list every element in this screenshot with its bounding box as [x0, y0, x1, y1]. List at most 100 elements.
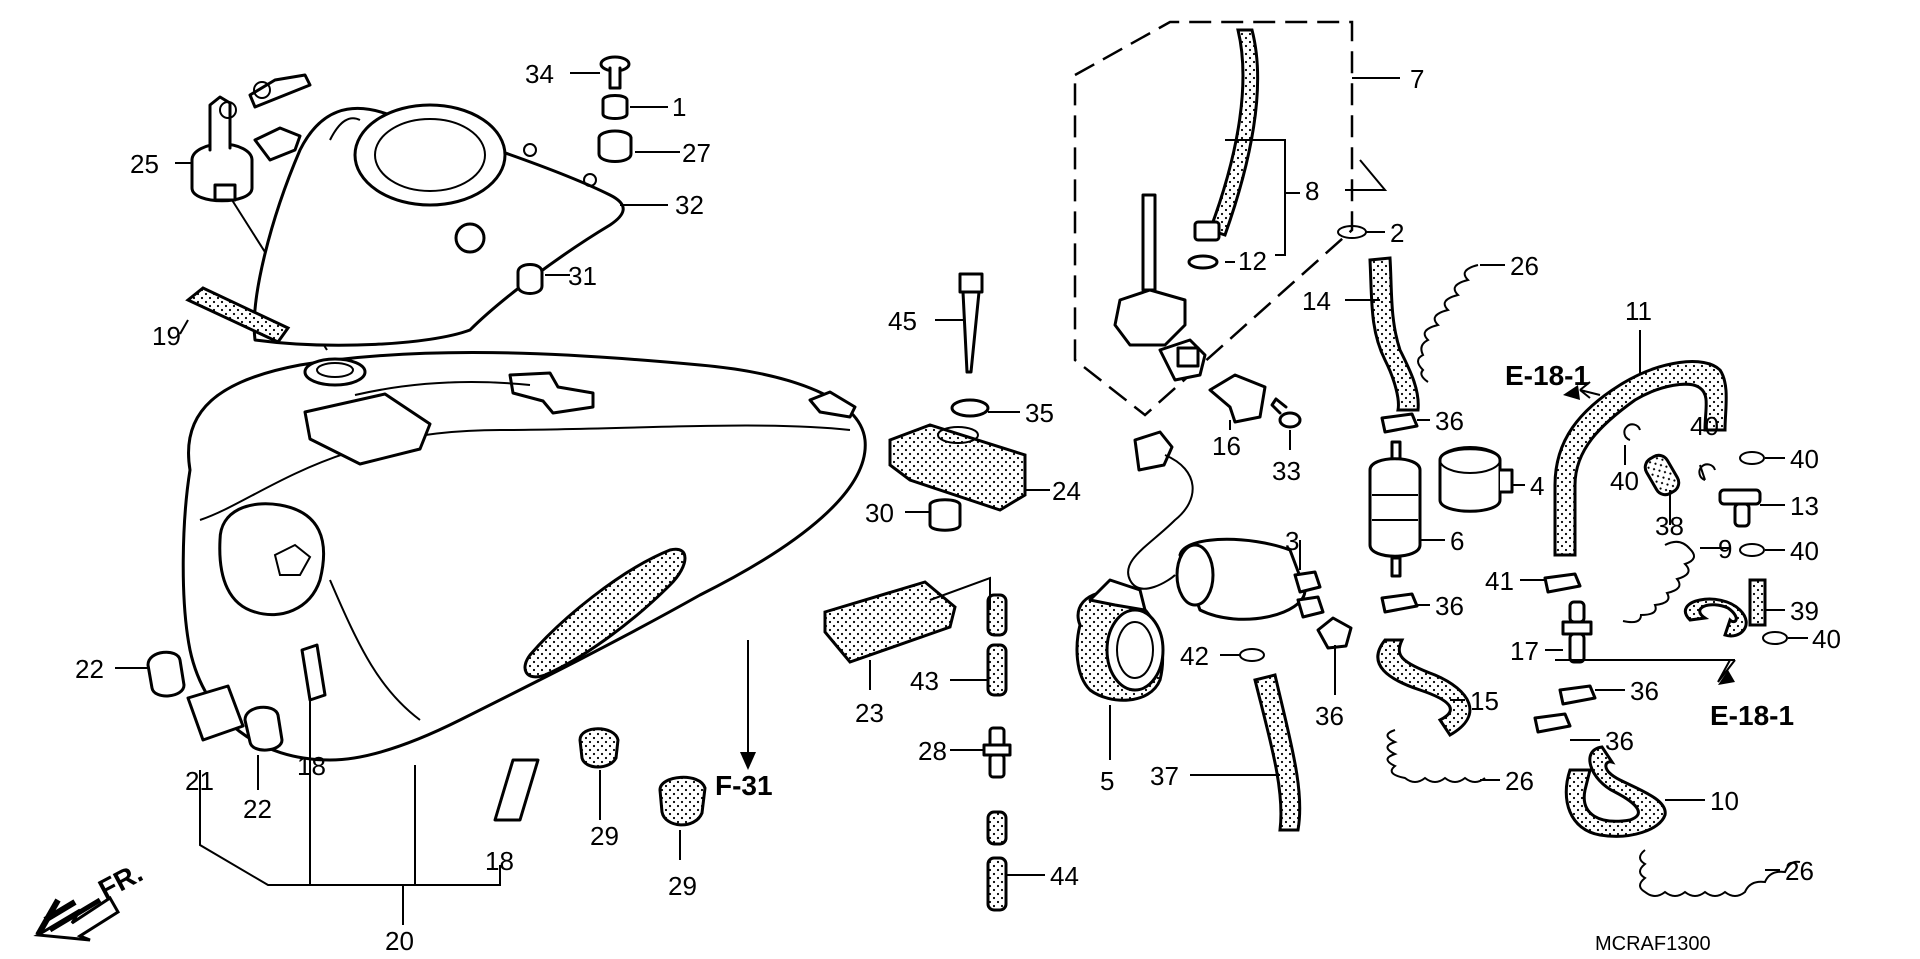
callout-45: 45 — [888, 306, 917, 336]
callout-31: 31 — [568, 261, 597, 291]
callout-40-a: 40 — [1610, 466, 1639, 496]
callout-6: 6 — [1450, 526, 1464, 556]
fuel-pump-part-3 — [1175, 537, 1325, 621]
clip-part-41 — [1543, 572, 1582, 594]
spring-hose-part-26-mid — [1386, 729, 1486, 783]
plate-part-23 — [823, 580, 957, 664]
callout-27: 27 — [682, 138, 711, 168]
callout-10: 10 — [1710, 786, 1739, 816]
callout-2: 2 — [1390, 218, 1404, 248]
bolt-part-45 — [958, 272, 984, 374]
washer-part-35 — [950, 398, 990, 418]
cap-part-22-a — [146, 650, 186, 698]
callout-29-b: 29 — [668, 871, 697, 901]
band-part-4 — [1438, 446, 1514, 513]
label-part-21 — [186, 684, 245, 742]
ref-arrows — [740, 381, 1736, 770]
callout-15: 15 — [1470, 686, 1499, 716]
callout-14: 14 — [1302, 286, 1331, 316]
callout-41: 41 — [1485, 566, 1514, 596]
hose-part-14 — [1368, 256, 1420, 412]
callout-37: 37 — [1150, 761, 1179, 791]
callout-22-a: 22 — [75, 654, 104, 684]
callout-35: 35 — [1025, 398, 1054, 428]
bolt-part-33 — [1270, 397, 1302, 429]
callout-22-b: 22 — [243, 794, 272, 824]
diagram-code: MCRAF1300 — [1595, 933, 1711, 955]
callout-40-c: 40 — [1790, 444, 1819, 474]
collar-part-1 — [601, 94, 629, 120]
callout-12: 12 — [1238, 246, 1267, 276]
callout-4: 4 — [1530, 471, 1544, 501]
callout-43: 43 — [910, 666, 939, 696]
hose-part-15 — [1376, 638, 1472, 737]
callout-11: 11 — [1625, 296, 1652, 326]
callout-3: 3 — [1285, 526, 1299, 556]
callout-19: 19 — [152, 321, 181, 351]
strainer-part-8 — [1193, 28, 1260, 242]
callout-40-d: 40 — [1790, 536, 1819, 566]
callout-24: 24 — [1052, 476, 1081, 506]
petcock-body — [1113, 193, 1207, 382]
hose-part-39 — [1683, 578, 1767, 638]
hose-part-37 — [1253, 673, 1302, 832]
callout-34: 34 — [525, 59, 554, 89]
front-arrow-icon — [33, 895, 121, 942]
clip-part-36-pump — [1316, 616, 1353, 650]
clip-part-36-d — [1533, 712, 1572, 734]
fuel-pump-connector — [1127, 430, 1194, 590]
callout-42: 42 — [1180, 641, 1209, 671]
clip-part-40-d — [1739, 543, 1765, 557]
callout-36-b: 36 — [1435, 591, 1464, 621]
spring-hose-part-26-bottom — [1639, 849, 1801, 897]
clamp-part-36-b — [1380, 592, 1419, 614]
o-ring-part-12 — [1187, 254, 1219, 270]
plug-part-29-a — [578, 727, 620, 769]
clip-part-40-a — [1623, 423, 1641, 441]
callout-25: 25 — [130, 149, 159, 179]
tube-part-38 — [1643, 453, 1681, 497]
joint-part-28 — [982, 726, 1012, 779]
petcock-assembly-outline-part-7 — [1073, 20, 1354, 417]
tube-part-44-b — [986, 856, 1008, 912]
callout-38: 38 — [1655, 511, 1684, 541]
callout-7: 7 — [1410, 64, 1424, 94]
fuel-cap-assembly-part-25 — [190, 73, 328, 351]
plug-part-29-b — [658, 775, 707, 827]
callout-40-b: 40 — [1690, 411, 1719, 441]
callout-36-a: 36 — [1435, 406, 1464, 436]
spring-hose-part-9 — [1622, 540, 1695, 624]
callout-18-a: 18 — [297, 751, 326, 781]
callout-8: 8 — [1305, 176, 1319, 206]
callout-36-c: 36 — [1315, 701, 1344, 731]
callout-20: 20 — [385, 926, 414, 956]
callout-16: 16 — [1212, 431, 1241, 461]
callout-26-mid: 26 — [1505, 766, 1534, 796]
callout-26-bottom: 26 — [1785, 856, 1814, 886]
ref-e-18-1-bottom: E-18-1 — [1710, 700, 1794, 731]
callout-44: 44 — [1050, 861, 1079, 891]
collar-part-30 — [928, 498, 962, 532]
callout-5: 5 — [1100, 766, 1114, 796]
bracket-part-16 — [1208, 373, 1267, 424]
grommet-part-31 — [516, 263, 544, 295]
leader-lines — [115, 72, 1808, 925]
callout-39: 39 — [1790, 596, 1819, 626]
clip-part-42 — [1239, 648, 1265, 662]
mount-part-24 — [888, 423, 1027, 512]
callout-29-a: 29 — [590, 821, 619, 851]
callout-1: 1 — [672, 92, 686, 122]
callout-17: 17 — [1510, 636, 1539, 666]
ref-f-31: F-31 — [715, 770, 773, 801]
hose-part-11 — [1553, 360, 1728, 557]
tube-part-44-a — [986, 810, 1008, 846]
grommet-part-27 — [597, 129, 633, 163]
callout-18-b: 18 — [485, 846, 514, 876]
fuel-tank-part-20 — [181, 351, 867, 762]
clip-part-36-c — [1558, 684, 1597, 706]
callout-28: 28 — [918, 736, 947, 766]
pad-part-19 — [185, 286, 291, 344]
callouts: 34 1 27 25 32 31 19 45 35 24 30 23 43 28… — [75, 59, 1841, 956]
clip-part-40-b — [1698, 463, 1716, 481]
